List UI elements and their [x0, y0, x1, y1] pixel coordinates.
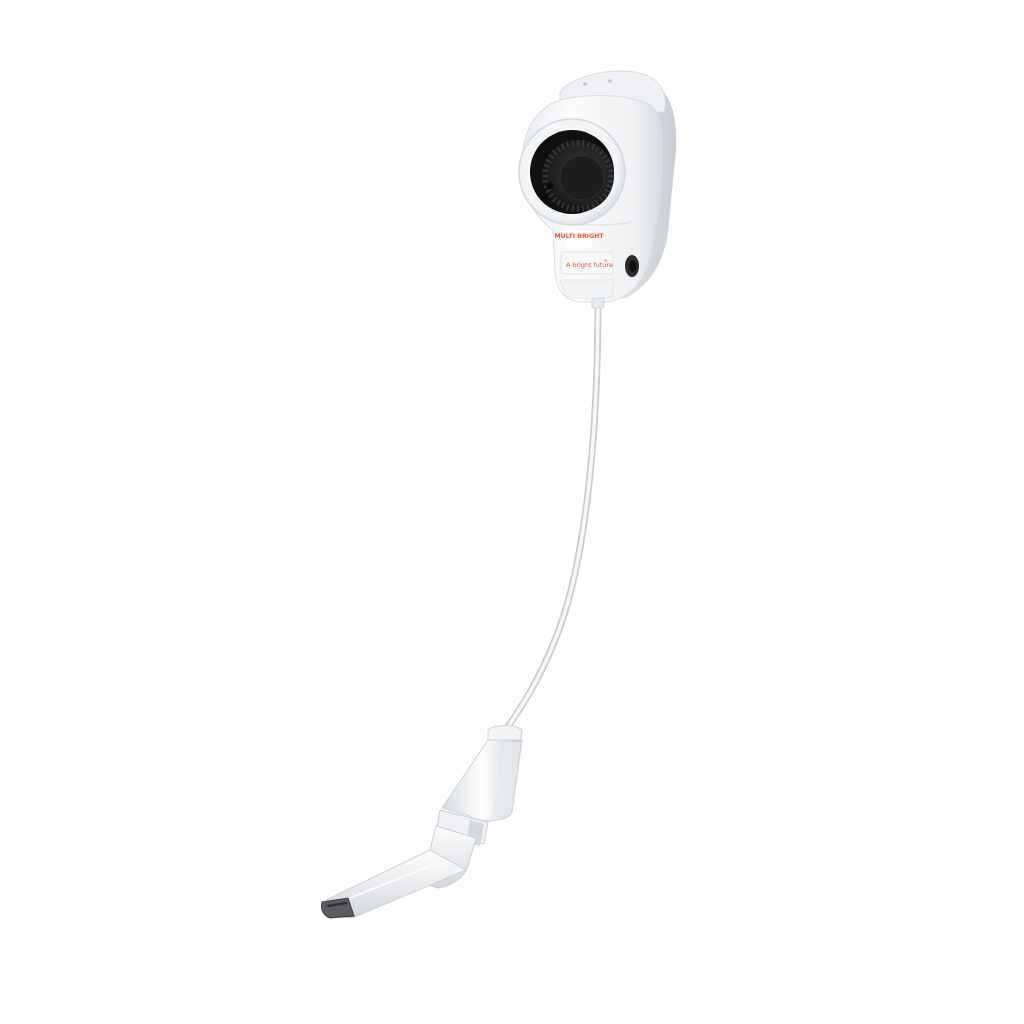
knurl-ridge: [606, 164, 613, 168]
knurl-ridge: [607, 180, 614, 183]
knurl-ridge: [552, 196, 558, 202]
knurl-ridge: [601, 154, 608, 159]
knurl-ridge: [604, 188, 611, 193]
knurl-ridge: [598, 196, 604, 202]
knurl-ridge: [595, 199, 600, 206]
knurl-ridge: [598, 150, 604, 156]
controller-housing: MULTI BRIGHT A bright future ®: [518, 70, 677, 309]
brand-logo-text: MULTI BRIGHT: [554, 233, 604, 240]
indicator-dot-left: [583, 82, 587, 86]
round-socket-icon[interactable]: [625, 255, 639, 277]
knurl-ridge: [556, 199, 561, 206]
knurl-ridge: [606, 184, 613, 188]
knurl-ridge: [571, 205, 574, 212]
nozzle-tip: [321, 897, 355, 919]
knurl-ridge: [601, 193, 608, 198]
knurl-ridge: [566, 141, 570, 148]
knurl-ridge: [561, 202, 566, 209]
knurl-ridge: [595, 146, 600, 153]
knurl-ridge: [590, 202, 595, 209]
knurl-ridge: [586, 204, 590, 211]
knurl-ridge: [590, 143, 595, 150]
cable: [499, 296, 602, 739]
nozzle-assembly: [321, 725, 523, 919]
knurl-ridge: [607, 169, 614, 172]
tagline-mark: ®: [604, 258, 608, 263]
knurl-ridge: [582, 205, 585, 212]
cable-grommet: [591, 297, 605, 309]
knurl-ridge: [556, 146, 561, 153]
knurl-ridge: [552, 150, 558, 156]
knurl-ridge: [582, 140, 585, 147]
knurl-ridge: [543, 164, 550, 168]
knurl-ridge: [571, 140, 574, 147]
knurl-ridge: [542, 169, 549, 172]
knurl-ridge: [561, 143, 566, 150]
indicator-dot-right: [608, 79, 612, 83]
tagline-text: A bright future: [566, 261, 613, 269]
brand-logo: MULTI BRIGHT: [554, 230, 604, 248]
knurl-ridge: [548, 154, 555, 159]
knurled-dial-icon[interactable]: [542, 140, 614, 212]
knurl-ridge: [566, 204, 570, 211]
knurl-ridge: [586, 141, 590, 148]
knurl-ridge: [548, 193, 555, 198]
knurl-ridge: [545, 188, 552, 193]
knurl-ridge: [604, 159, 611, 164]
knurl-ridge: [542, 180, 549, 183]
label-plate: [560, 251, 614, 275]
knurl-ridge: [545, 159, 552, 164]
